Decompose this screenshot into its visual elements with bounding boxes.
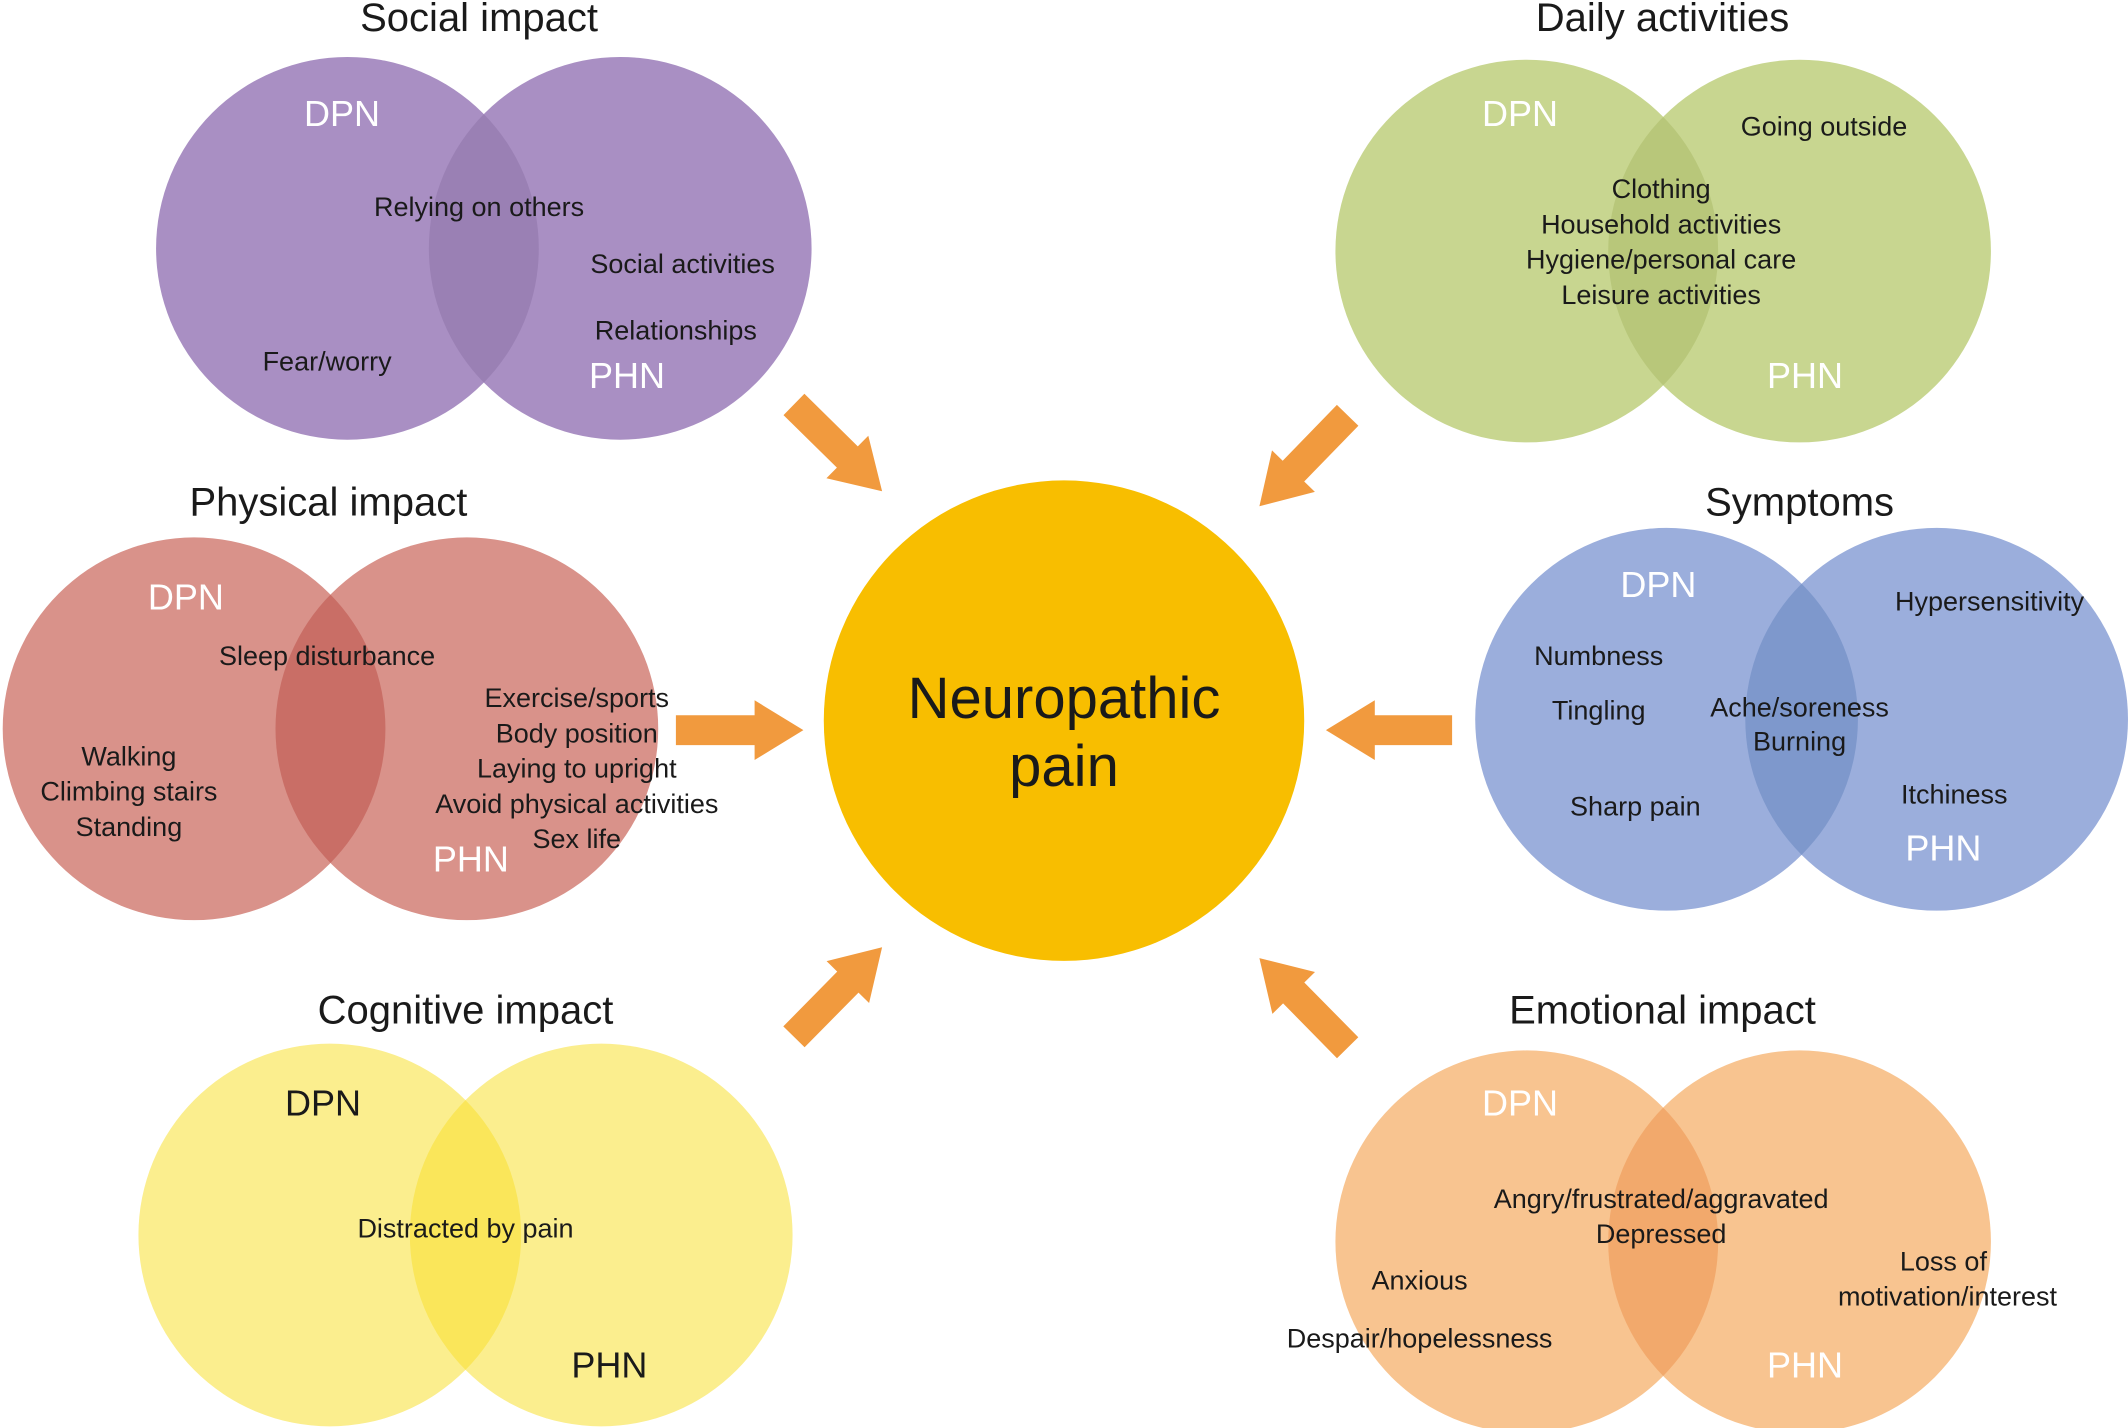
symptoms-item: Itchiness [1901, 779, 2008, 809]
symptoms-item: Ache/soreness [1710, 693, 1889, 723]
emotional-phn-circle [1608, 1050, 1991, 1428]
social-impact-title: Social impact [360, 0, 598, 40]
social-item: Relationships [595, 315, 757, 345]
physical-item: Sex life [533, 824, 622, 854]
symptoms-dpn-circle [1475, 527, 1858, 911]
symptoms-item: Burning [1753, 727, 1846, 757]
symptoms-group: Symptoms DPN PHN Hypersensitivity Numbne… [1475, 481, 2128, 911]
physical-item: Exercise/sports [485, 683, 670, 713]
neuropathic-pain-circle [823, 480, 1305, 961]
daily-activities-title: Daily activities [1536, 0, 1789, 40]
emotional-item: Despair/hopelessness [1287, 1324, 1553, 1354]
social-dpn-label: DPN [304, 93, 380, 134]
arrow-to-center [783, 393, 883, 492]
symptoms-dpn-label: DPN [1620, 564, 1696, 605]
emotional-impact-group: Emotional impact DPN PHN Angry/frustrate… [1287, 988, 2058, 1428]
social-phn-circle [428, 57, 812, 440]
arrow-to-center [1325, 700, 1453, 760]
arrow-to-center [783, 947, 883, 1048]
physical-item: Body position [496, 718, 658, 748]
social-item: Relying on others [374, 192, 584, 222]
daily-item: Household activities [1541, 209, 1781, 239]
physical-phn-circle [275, 537, 659, 921]
emotional-impact-title: Emotional impact [1509, 988, 1816, 1032]
physical-impact-group: Physical impact DPN PHN Sleep disturbanc… [2, 481, 718, 921]
daily-dpn-label: DPN [1482, 93, 1558, 134]
cognitive-dpn-circle [138, 1043, 522, 1427]
physical-dpn-circle [2, 537, 386, 921]
cognitive-phn-circle [409, 1043, 793, 1427]
emotional-item: Angry/frustrated/aggravated [1494, 1184, 1829, 1214]
arrows-group [675, 393, 1453, 1059]
daily-phn-circle [1608, 59, 1991, 443]
social-impact-group: Social impact DPN PHN Relying on others … [156, 0, 812, 440]
social-item: Social activities [590, 249, 775, 279]
daily-activities-group: Daily activities DPN PHN Going outside C… [1335, 0, 1991, 443]
arrow-to-center [675, 700, 804, 760]
symptoms-item: Numbness [1534, 641, 1663, 671]
social-dpn-circle [156, 57, 539, 440]
emotional-item: motivation/interest [1838, 1282, 2058, 1312]
center-title-line2: pain [1009, 734, 1119, 799]
emotional-phn-label: PHN [1767, 1345, 1843, 1386]
symptoms-item: Tingling [1552, 695, 1646, 725]
arrow-to-center [1259, 958, 1359, 1059]
symptoms-phn-circle [1745, 527, 2128, 911]
physical-item: Standing [76, 812, 183, 842]
emotional-dpn-circle [1335, 1050, 1719, 1428]
physical-item: Climbing stairs [40, 777, 217, 807]
cognitive-item: Distracted by pain [357, 1214, 573, 1244]
symptoms-title: Symptoms [1705, 481, 1894, 525]
arrow-to-center [1259, 404, 1359, 507]
physical-item: Walking [81, 741, 176, 771]
emotional-item: Depressed [1596, 1219, 1727, 1249]
daily-item: Hygiene/personal care [1526, 245, 1796, 275]
cognitive-dpn-label: DPN [285, 1083, 361, 1124]
physical-item: Avoid physical activities [435, 789, 718, 819]
cognitive-impact-group: Cognitive impact DPN PHN Distracted by p… [138, 988, 793, 1427]
physical-dpn-label: DPN [148, 576, 224, 617]
symptoms-phn-label: PHN [1905, 827, 1981, 868]
physical-impact-title: Physical impact [189, 481, 467, 525]
symptoms-item: Hypersensitivity [1895, 587, 2085, 617]
center-group: Neuropathic pain [823, 480, 1305, 961]
physical-item: Sleep disturbance [219, 641, 435, 671]
emotional-dpn-label: DPN [1482, 1083, 1558, 1124]
daily-dpn-circle [1335, 59, 1719, 443]
center-title-line1: Neuropathic [908, 666, 1221, 731]
daily-phn-label: PHN [1767, 355, 1843, 396]
physical-phn-label: PHN [433, 838, 509, 879]
cognitive-phn-label: PHN [571, 1345, 647, 1386]
physical-item: Laying to upright [477, 754, 677, 784]
emotional-item: Anxious [1372, 1265, 1468, 1295]
daily-item: Going outside [1741, 112, 1908, 142]
daily-item: Leisure activities [1561, 280, 1761, 310]
social-item: Fear/worry [263, 347, 393, 377]
emotional-item: Loss of [1900, 1246, 1988, 1276]
daily-item: Clothing [1612, 174, 1711, 204]
social-phn-label: PHN [589, 355, 665, 396]
symptoms-item: Sharp pain [1570, 792, 1701, 822]
cognitive-impact-title: Cognitive impact [318, 988, 614, 1032]
